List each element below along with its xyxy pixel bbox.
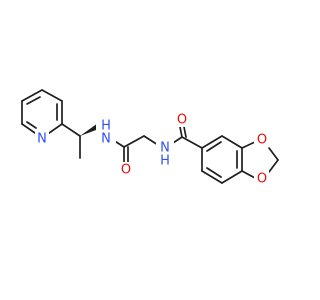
bond	[26, 121, 37, 129]
pyridine-nitrogen: N	[35, 131, 49, 147]
atom-labels: N H N O N H O O O	[35, 112, 269, 187]
bond	[61, 123, 81, 137]
carbonyl-oxygen-right: O	[174, 112, 189, 128]
oxygen-label: O	[121, 163, 131, 178]
hydrogen-label: H	[160, 154, 170, 169]
bond	[241, 141, 256, 149]
dioxole-oxygen-lower: O	[254, 171, 269, 187]
bond	[268, 159, 279, 173]
bond	[268, 147, 279, 161]
nitrogen-label: N	[101, 132, 111, 147]
label-background	[96, 121, 116, 148]
oxygen-label: O	[257, 133, 267, 148]
carbonyl-oxygen-left: O	[119, 162, 134, 178]
bond	[26, 96, 41, 105]
bond	[201, 170, 223, 184]
hydrogen-label: H	[101, 119, 111, 134]
bond-lines	[21, 89, 279, 184]
bond	[221, 170, 243, 184]
bond	[123, 135, 145, 148]
bond	[201, 135, 223, 149]
label-background	[254, 132, 269, 147]
bond	[241, 170, 256, 179]
bond	[206, 167, 222, 178]
wedge-bond	[80, 123, 98, 136]
label-background	[254, 171, 269, 186]
amide-nh-right: N H	[156, 139, 174, 169]
bond	[221, 135, 243, 149]
label-background	[35, 131, 49, 146]
bond	[143, 135, 159, 146]
dioxole-oxygen-upper: O	[254, 132, 269, 148]
oxygen-label: O	[257, 172, 267, 187]
oxygen-label: O	[177, 113, 187, 128]
bond	[41, 89, 63, 102]
bond	[206, 141, 222, 152]
bond	[179, 126, 183, 138]
nitrogen-label: N	[37, 132, 47, 147]
bond	[21, 89, 43, 102]
bond	[21, 123, 36, 134]
amide-nh-left: H N	[96, 119, 116, 148]
label-background	[156, 139, 174, 166]
label-background	[174, 112, 189, 127]
nitrogen-label: N	[160, 141, 170, 156]
bond	[181, 136, 203, 149]
bond	[183, 126, 187, 138]
molecule-diagram: N H N O N H O O O	[21, 89, 279, 187]
label-background	[119, 162, 134, 177]
